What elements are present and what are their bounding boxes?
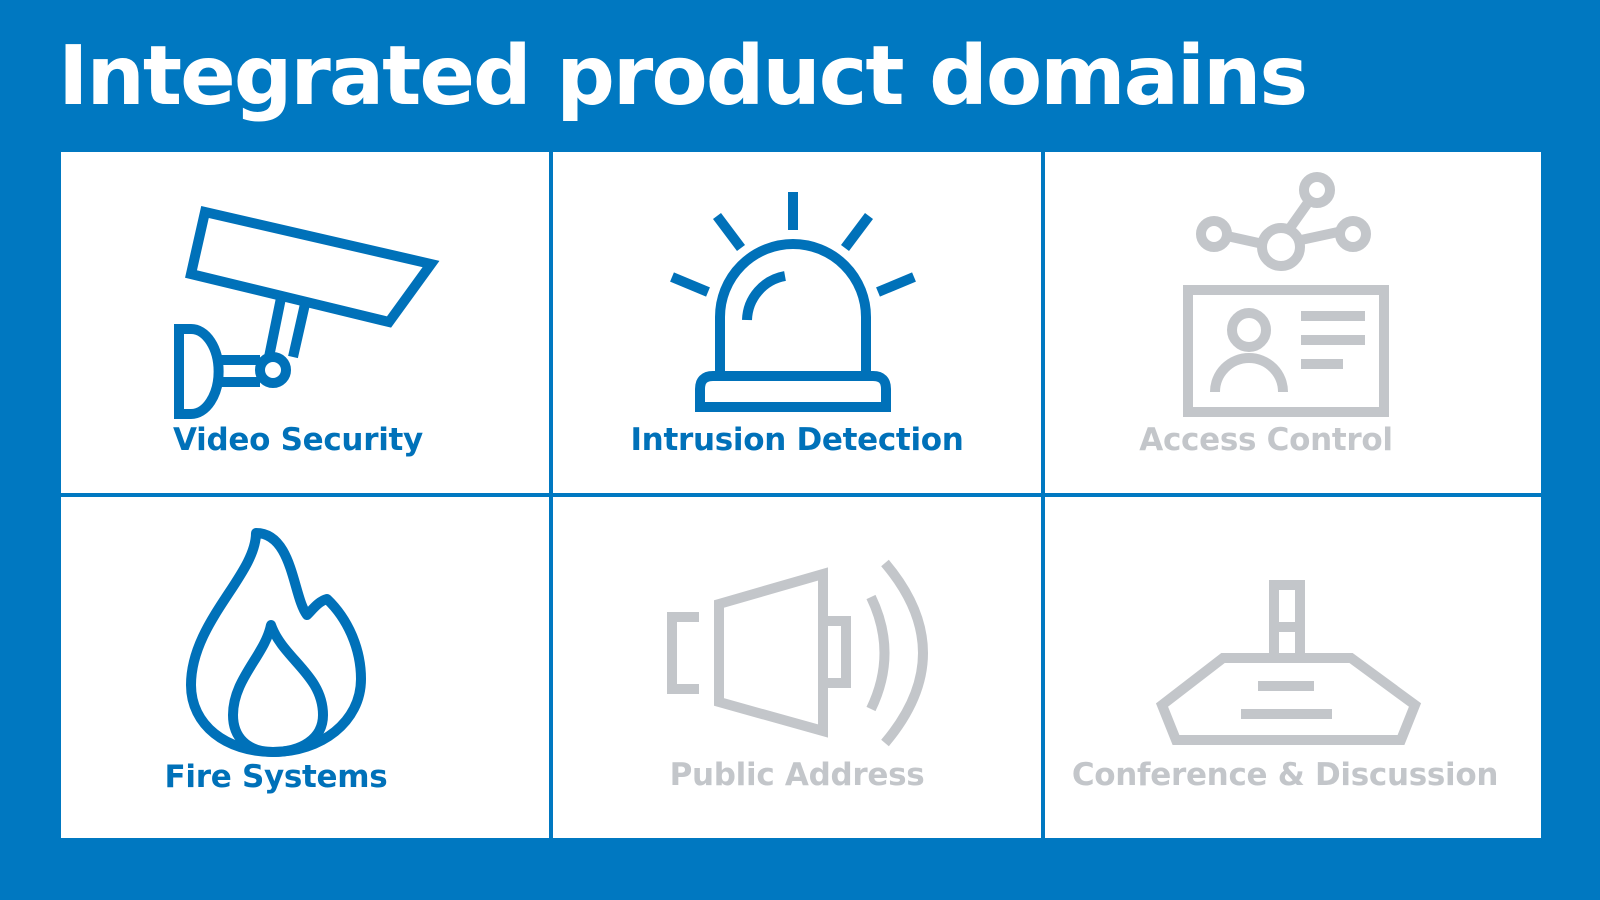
alarm-siren-icon	[670, 192, 916, 412]
domain-tile-intrusion-detection[interactable]: Intrusion Detection	[553, 152, 1041, 493]
flame-icon	[186, 528, 366, 757]
domain-label: Video Security	[173, 422, 423, 458]
domain-label: Access Control	[1139, 422, 1393, 458]
domain-tile-video-security[interactable]: Video Security	[61, 152, 549, 493]
page-title: Integrated product domains	[58, 29, 1308, 124]
conference-microphone-icon	[1155, 580, 1422, 745]
domain-tile-public-address[interactable]: Public Address	[553, 497, 1041, 838]
id-card-network-icon	[1183, 172, 1389, 417]
domain-tile-access-control[interactable]: Access Control	[1045, 152, 1541, 493]
domain-label: Intrusion Detection	[630, 422, 964, 458]
domain-label: Conference & Discussion	[1071, 757, 1499, 793]
domain-grid: Video Security Intrusion Detection	[61, 152, 1541, 842]
security-camera-icon	[174, 206, 440, 419]
domain-tile-fire-systems[interactable]: Fire Systems	[61, 497, 549, 838]
domain-label: Public Address	[669, 757, 925, 793]
loudspeaker-icon	[667, 559, 928, 747]
domain-tile-conference-discussion[interactable]: Conference & Discussion	[1045, 497, 1541, 838]
domain-label: Fire Systems	[164, 759, 388, 795]
